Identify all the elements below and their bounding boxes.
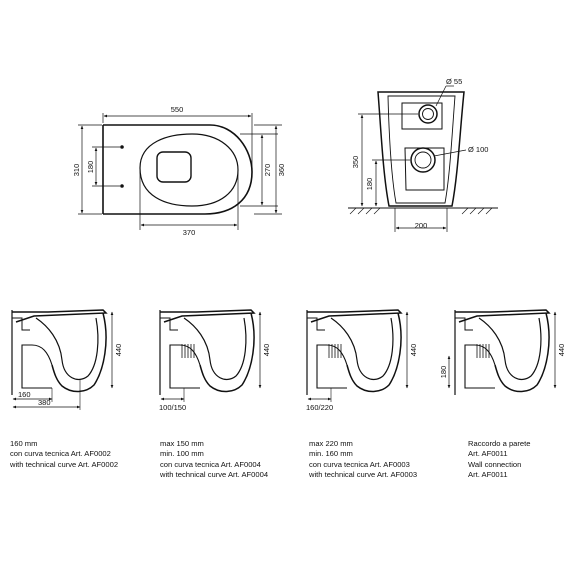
toilet-top	[307, 309, 403, 323]
caption-line: min. 100 mm	[160, 449, 204, 459]
mount-bracket	[160, 317, 178, 331]
dim-height-upper: 350	[351, 156, 360, 169]
caption-line: con curva tecnica Art. AF0002	[10, 449, 111, 459]
caption-line: max 220 mm	[309, 439, 353, 448]
dim-width: 550	[171, 105, 184, 114]
front-view-dimensions	[358, 85, 467, 232]
dim-right-inner: 270	[263, 164, 272, 177]
top-plan-dimensions	[78, 113, 282, 230]
caption-line: with technical curve Art. AF0004	[160, 470, 269, 480]
bowl-outline	[494, 312, 550, 393]
dim-height: 440	[262, 344, 271, 357]
dim-height-lower: 180	[365, 178, 374, 191]
caption-line: max 150 mm	[160, 439, 204, 448]
dim-side: 180	[439, 366, 448, 379]
dim-bottom-b: 380	[38, 398, 51, 407]
lower-drain	[410, 147, 436, 173]
bowl-outline	[51, 312, 107, 393]
caption-line: Raccordo a parete	[468, 439, 531, 448]
front-body-inner	[387, 95, 456, 204]
dim-lower-dia: Ø 100	[468, 145, 488, 154]
caption-line: with technical curve Art. AF0002	[10, 459, 119, 469]
caption-line: Art. AF0011	[468, 470, 508, 480]
caption-section-2: max 150 mm min. 100 mm con curva tecnica…	[160, 439, 268, 481]
caption-section-4: Raccordo a parete Art. AF0011 Wall conne…	[468, 439, 530, 481]
caption-section-1: 160 mm con curva tecnica Art. AF0002 wit…	[10, 439, 118, 470]
front-body-outline	[377, 91, 465, 207]
top-plan-view	[102, 124, 253, 215]
lower-drain-box	[404, 147, 445, 191]
caption-line: Art. AF0011	[468, 449, 508, 459]
mount-bracket	[12, 317, 30, 331]
section-view-2: 440 100/150	[159, 309, 271, 412]
dim-bottom-a: 100/150	[159, 403, 186, 412]
dim-height: 440	[557, 344, 566, 357]
caption-line: min. 160 mm	[309, 449, 353, 459]
section-views: 440 160 380 440 100/150 440 160/220 440 180	[11, 309, 566, 412]
mount-bracket	[455, 317, 473, 331]
mount-bracket	[307, 317, 325, 331]
dim-bottom-a: 160	[18, 390, 31, 399]
trap-inner	[35, 317, 99, 381]
bowl-rim-inner	[139, 133, 239, 207]
toilet-top	[12, 309, 108, 323]
dim-left-outer: 310	[72, 164, 81, 177]
caption-line: con curva tecnica Art. AF0003	[309, 459, 410, 469]
dim-height: 440	[409, 344, 418, 357]
toilet-top	[160, 309, 256, 323]
section-view-3: 440 160/220	[306, 309, 418, 412]
trap-inner	[330, 317, 394, 381]
section-view-4: 440 180	[439, 309, 566, 395]
upper-connection	[418, 104, 438, 124]
caption-line: Wall connection	[468, 459, 522, 469]
fix-hole-lower	[120, 184, 124, 188]
trap-inner	[478, 317, 542, 381]
dim-base-width: 200	[415, 221, 428, 230]
trap-inner	[183, 317, 247, 381]
bowl-outline	[199, 312, 255, 393]
caption-line: with technical curve Art. AF0003	[309, 470, 418, 480]
dim-right-outer: 360	[277, 164, 286, 177]
dim-left-inner: 180	[86, 161, 95, 174]
section-view-1: 440 160 380	[11, 309, 123, 410]
toilet-top	[455, 309, 551, 323]
floor-hatch	[349, 207, 493, 215]
dim-bottom-a: 160/220	[306, 403, 333, 412]
caption-section-3: max 220 mm min. 160 mm con curva tecnica…	[309, 439, 417, 481]
drain-seat	[156, 151, 192, 183]
caption-line: 160 mm	[10, 439, 38, 448]
dim-depth: 370	[183, 228, 196, 237]
front-view	[348, 91, 498, 209]
dim-height: 440	[114, 344, 123, 357]
toilet-base	[21, 344, 53, 389]
dim-upper-dia: Ø 55	[446, 77, 462, 86]
bowl-outline	[103, 124, 253, 215]
fix-hole-upper	[120, 145, 124, 149]
caption-line: con curva tecnica Art. AF0004	[160, 459, 261, 469]
upper-connection-box	[401, 102, 443, 130]
bowl-outline	[346, 312, 402, 393]
